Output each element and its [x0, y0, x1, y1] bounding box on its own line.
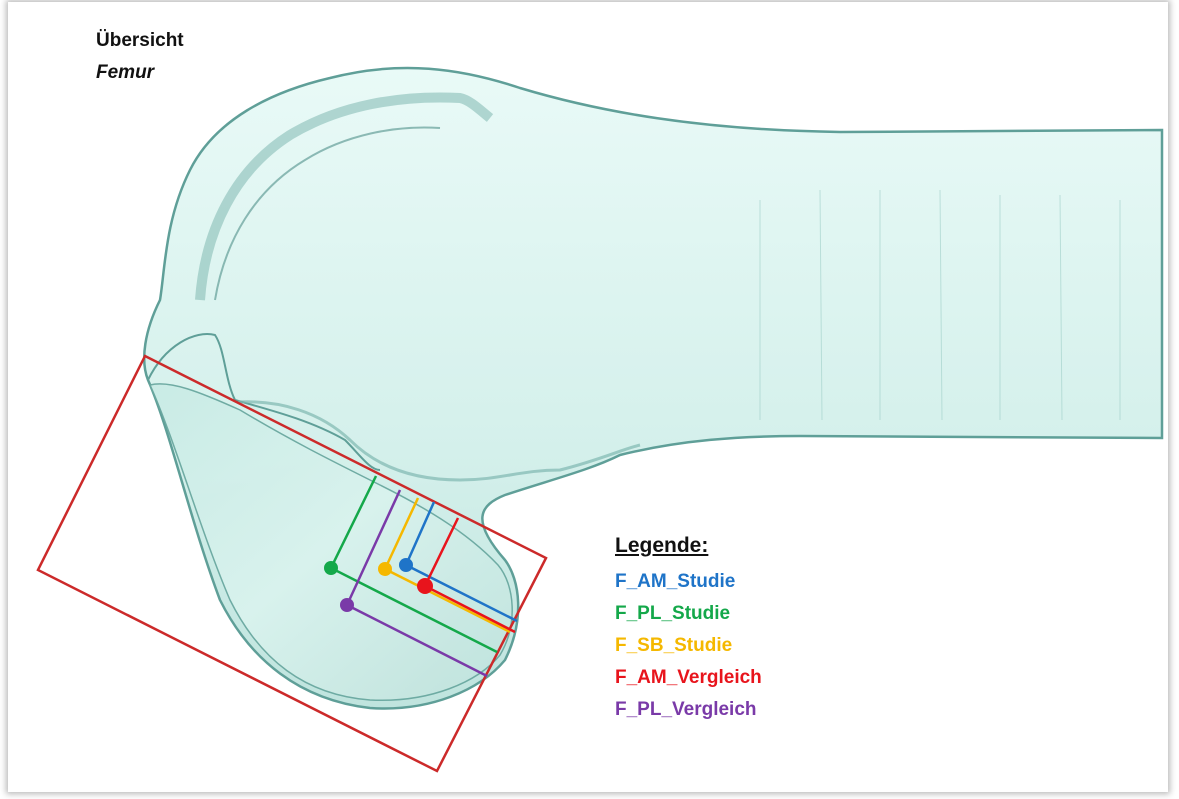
f-pl-vergleich-point: [340, 598, 354, 612]
f-pl-studie-point: [324, 561, 338, 575]
figure-subtitle: Femur: [96, 62, 154, 84]
figure-title: Übersicht: [96, 30, 184, 52]
legend-item-f-am-vergleich: F_AM_Vergleich: [615, 662, 762, 694]
legend-title: Legende:: [615, 534, 762, 558]
legend-item-f-am-studie: F_AM_Studie: [615, 566, 762, 598]
legend-item-f-sb-studie: F_SB_Studie: [615, 630, 762, 662]
f-am-vergleich-point: [417, 578, 433, 594]
legend-item-f-pl-vergleich: F_PL_Vergleich: [615, 694, 762, 726]
legend-item-f-pl-studie: F_PL_Studie: [615, 598, 762, 630]
f-sb-studie-point: [378, 562, 392, 576]
f-am-studie-point: [399, 558, 413, 572]
legend: Legende: F_AM_Studie F_PL_Studie F_SB_St…: [615, 534, 762, 726]
